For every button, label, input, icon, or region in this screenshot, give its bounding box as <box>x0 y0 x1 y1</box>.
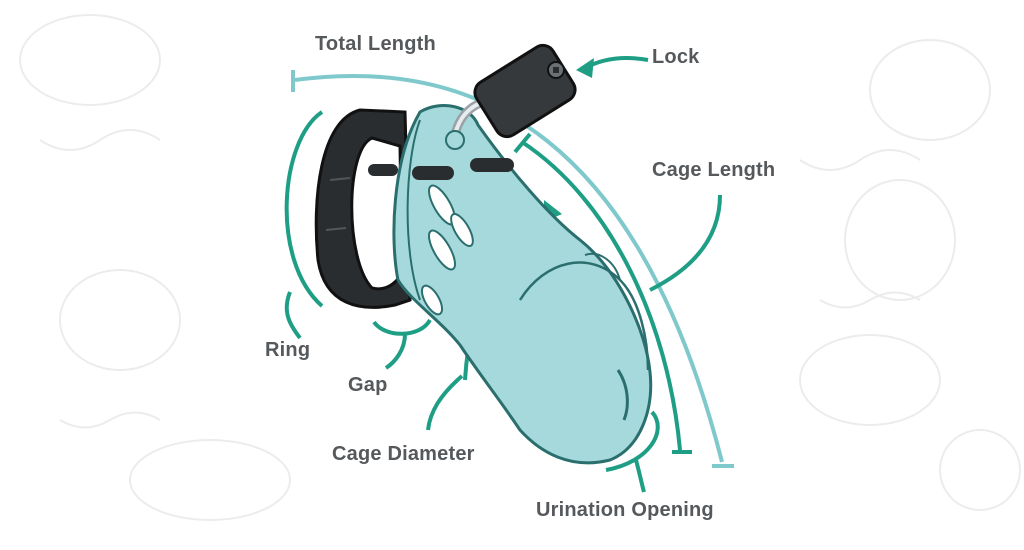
ring-bracket <box>284 110 324 308</box>
ring-pointer <box>284 291 302 340</box>
lock-arrow-head <box>576 58 594 78</box>
ring-label: Ring <box>265 339 311 361</box>
ring-illustration <box>314 108 412 309</box>
gap-label: Gap <box>348 374 388 396</box>
urination-opening-bracket <box>605 410 660 472</box>
cage-length-end-cap-top <box>513 132 532 154</box>
cage-diameter-pointer <box>426 374 464 431</box>
total-length-label: Total Length <box>315 33 436 55</box>
urination-opening-label: Urination Opening <box>536 499 714 521</box>
cage-illustration <box>392 104 653 465</box>
cage-length-pointer <box>649 194 722 292</box>
gap-pointer <box>384 333 407 370</box>
total-length-arc <box>294 73 724 463</box>
background-doodles <box>19 14 1021 521</box>
lock-illustration <box>445 43 577 150</box>
locking-pin <box>368 158 514 180</box>
cage-diameter-label: Cage Diameter <box>332 443 475 465</box>
lock-label: Lock <box>652 46 700 68</box>
cage-length-arc <box>520 140 682 451</box>
urination-opening-pointer <box>634 459 646 493</box>
gap-bracket <box>372 318 432 336</box>
lock-pointer <box>584 56 649 70</box>
cage-length-label: Cage Length <box>652 159 776 181</box>
